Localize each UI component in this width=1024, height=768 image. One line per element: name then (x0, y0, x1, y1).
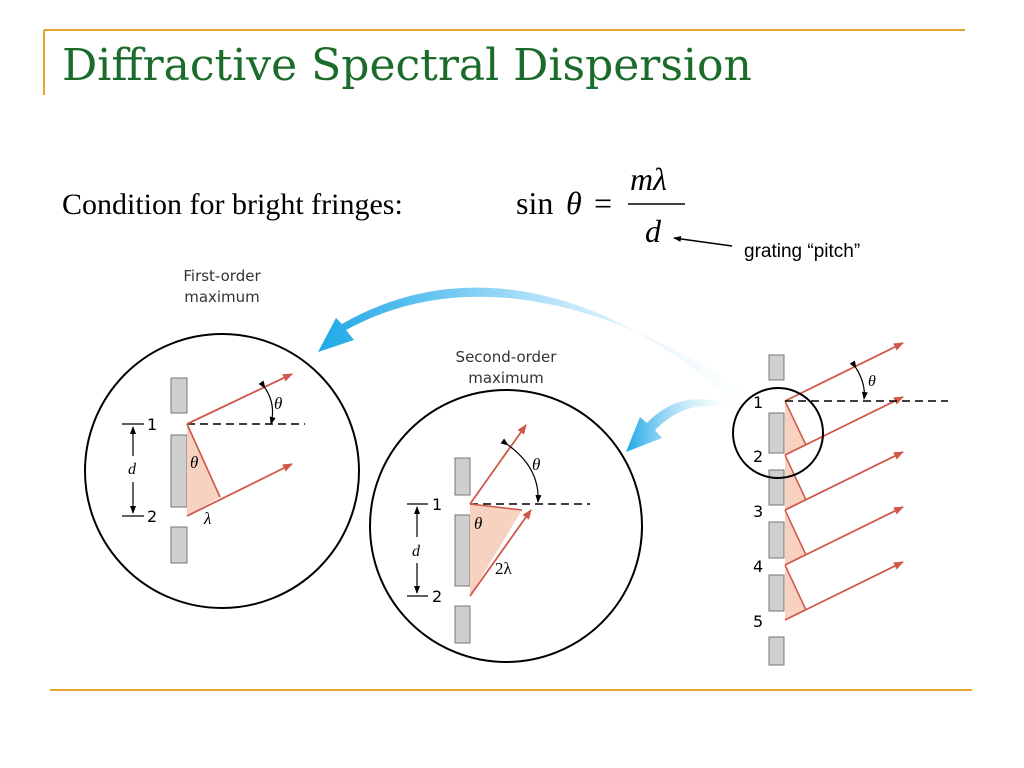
first-order-panel: First-order maximum θ θ λ d 1 2 (84, 267, 360, 609)
first-order-circle (84, 333, 360, 609)
grating-triangle (785, 401, 806, 455)
grating-bar (768, 469, 785, 506)
grating-slit-label-1: 1 (753, 393, 763, 412)
equals-sign: = (594, 185, 612, 221)
perpendicular-line (469, 503, 523, 511)
slit-bar-middle (454, 514, 471, 587)
grating-bar (768, 574, 785, 612)
grating-theta-label: θ (868, 373, 876, 390)
theta-symbol: θ (566, 185, 582, 221)
second-order-title-line2: maximum (468, 369, 544, 387)
ray-from-slit-1 (469, 424, 527, 505)
slit-2-label: 2 (432, 587, 442, 606)
first-order-title-line2: maximum (184, 288, 260, 306)
grating-triangle (785, 455, 806, 510)
grating-triangle (785, 565, 806, 620)
grating-ray (784, 561, 904, 621)
theta-angle-label: θ (532, 455, 540, 474)
slit-1-label: 1 (147, 415, 157, 434)
grating-bar (768, 636, 785, 666)
grating-perpendicular (784, 509, 807, 556)
second-order-panel: Second-order maximum θ θ 2λ d 1 2 (369, 348, 643, 663)
theta-angle-label: θ (274, 394, 282, 413)
grating-perpendicular (784, 564, 807, 611)
grating-slit-label-3: 3 (753, 502, 763, 521)
slit-bar-top (170, 377, 188, 414)
path-difference-triangle (470, 504, 522, 596)
numerator: mλ (630, 161, 667, 197)
pitch-label: grating “pitch” (744, 241, 860, 262)
bright-fringe-equation: sin θ = mλ d grating “pitch” (516, 161, 860, 262)
second-order-title-line1: Second-order (456, 348, 558, 366)
theta-arc (500, 438, 542, 503)
grating-ray (784, 342, 904, 402)
blue-arrow-to-first-order (318, 287, 755, 405)
pitch-pointer-arrow (673, 235, 733, 247)
grating-ray (784, 396, 904, 456)
slit-2-label: 2 (147, 507, 157, 526)
magnifier-circle (732, 387, 824, 479)
grating-ray (784, 506, 904, 566)
slit-bar-bottom (454, 605, 471, 644)
theta-inner-label: θ (190, 453, 198, 472)
slit-bar-middle (170, 434, 188, 508)
slit-bar-top (454, 457, 471, 496)
grating-slit-label-5: 5 (753, 612, 763, 631)
ray-from-slit-2 (469, 509, 532, 597)
theta-inner-label: θ (474, 514, 482, 533)
sin-text: sin (516, 185, 553, 221)
grating-slit-label-4: 4 (753, 557, 763, 576)
path-difference-triangle (187, 424, 220, 516)
grating-bar (768, 412, 785, 454)
blue-arrow-to-second-order (626, 399, 730, 452)
perpendicular-line (186, 423, 221, 498)
grating-panel: θ 1 2 3 4 5 (732, 342, 948, 666)
slit-bar-bottom (170, 526, 188, 564)
denominator: d (645, 213, 662, 249)
theta-arc (258, 380, 276, 425)
grating-perpendicular (784, 454, 807, 501)
slit-1-label: 1 (432, 495, 442, 514)
condition-label: Condition for bright fringes: (62, 188, 403, 221)
path-difference-label: λ (203, 509, 211, 528)
first-order-title-line1: First-order (183, 267, 261, 285)
slide-title: Diffractive Spectral Dispersion (62, 40, 752, 91)
grating-ray (784, 451, 904, 511)
grating-bar (768, 521, 785, 559)
grating-theta-arc (849, 360, 868, 400)
grating-perpendicular (784, 400, 807, 446)
second-order-circle (369, 389, 643, 663)
grating-triangle (785, 510, 806, 565)
d-label: d (412, 543, 421, 560)
grating-slit-label-2: 2 (753, 447, 763, 466)
d-label: d (128, 461, 137, 478)
path-difference-label: 2λ (495, 559, 513, 578)
grating-bar (768, 354, 785, 381)
ray-from-slit-2 (186, 463, 293, 517)
